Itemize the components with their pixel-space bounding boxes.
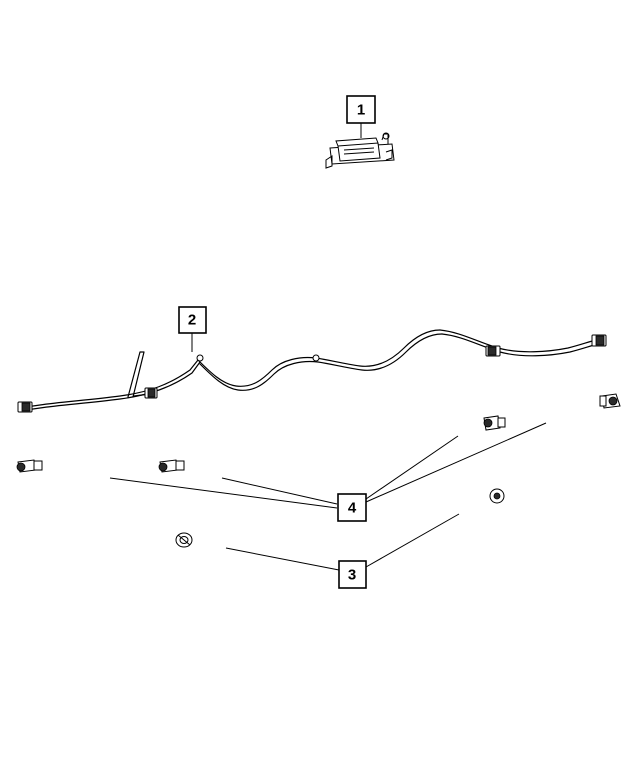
retainer-ring-2 <box>489 488 505 504</box>
leader-line-3b <box>365 513 460 568</box>
leader-line-4c <box>365 435 459 500</box>
park-sensor-3 <box>483 415 506 431</box>
wiring-harness-part <box>17 329 607 413</box>
sensor-module-part <box>325 132 395 169</box>
leader-line-3a <box>225 547 340 571</box>
callout-2[interactable]: 2 <box>178 306 207 334</box>
retainer-ring-1 <box>175 532 193 548</box>
leader-line-4a <box>109 477 338 509</box>
callout-4[interactable]: 4 <box>337 493 367 522</box>
callout-2-label: 2 <box>188 312 196 329</box>
leader-line-4d <box>365 422 547 503</box>
leader-line-4b <box>221 477 338 505</box>
callout-3-label: 3 <box>348 567 356 584</box>
park-sensor-2 <box>158 459 185 473</box>
callout-3[interactable]: 3 <box>338 560 367 589</box>
callout-1[interactable]: 1 <box>346 95 376 124</box>
park-sensor-4 <box>599 393 621 409</box>
park-sensor-1 <box>16 459 43 473</box>
callout-4-label: 4 <box>348 500 357 517</box>
callout-1-label: 1 <box>357 102 365 119</box>
